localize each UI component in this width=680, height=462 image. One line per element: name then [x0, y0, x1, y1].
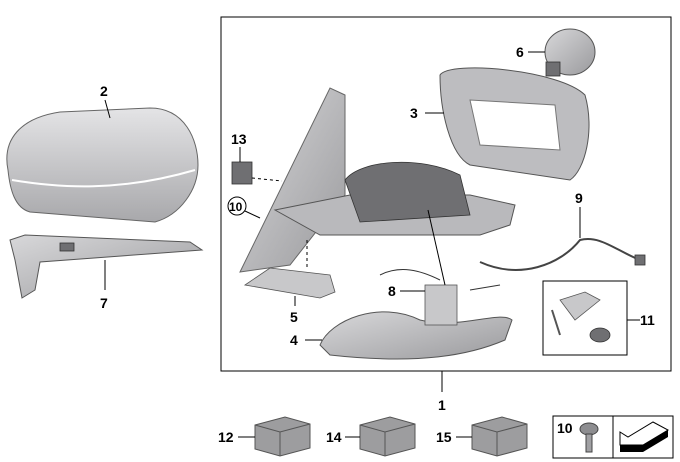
label-15: 15: [436, 429, 452, 445]
label-6: 6: [516, 44, 524, 60]
circle-10: [227, 196, 247, 216]
part-14-box-icon[interactable]: [359, 416, 416, 457]
part-13-switch[interactable]: [231, 161, 253, 185]
part-8-control-unit[interactable]: [379, 269, 501, 326]
label-3: 3: [410, 105, 418, 121]
leader-10: [244, 210, 261, 219]
part-15-box-icon[interactable]: [471, 416, 528, 457]
screw-10-icon: [579, 422, 599, 453]
dashed-line-13: [251, 177, 283, 182]
part-7-turn-signal[interactable]: [9, 234, 204, 299]
label-9: 9: [575, 190, 583, 206]
label-11: 11: [640, 312, 655, 328]
part-11-fastener-kit[interactable]: [551, 291, 611, 343]
leader-2: [104, 99, 111, 119]
label-2: 2: [100, 83, 108, 99]
label-8: 8: [388, 283, 396, 299]
label-12: 12: [218, 429, 234, 445]
label-5: 5: [290, 309, 298, 325]
part-1-mirror-assembly[interactable]: [239, 87, 516, 273]
part-9-cable[interactable]: [479, 238, 641, 271]
label-13: 13: [231, 131, 247, 147]
label-10-circled: 10: [229, 200, 243, 214]
label-7: 7: [100, 295, 108, 311]
arrow-icon: [619, 421, 670, 452]
label-10-box: 10: [557, 420, 573, 436]
part-6-actuator[interactable]: [544, 28, 596, 77]
part-2-mirror-cap[interactable]: [6, 107, 199, 223]
assembly-frame: [220, 16, 672, 372]
label-14: 14: [326, 429, 342, 445]
part-12-box-icon[interactable]: [254, 416, 311, 457]
label-4: 4: [290, 332, 298, 348]
part-5-cover[interactable]: [243, 267, 336, 299]
label-1: 1: [438, 397, 446, 413]
leader-8-b: [427, 209, 446, 286]
part-4-lower-trim[interactable]: [319, 311, 513, 360]
